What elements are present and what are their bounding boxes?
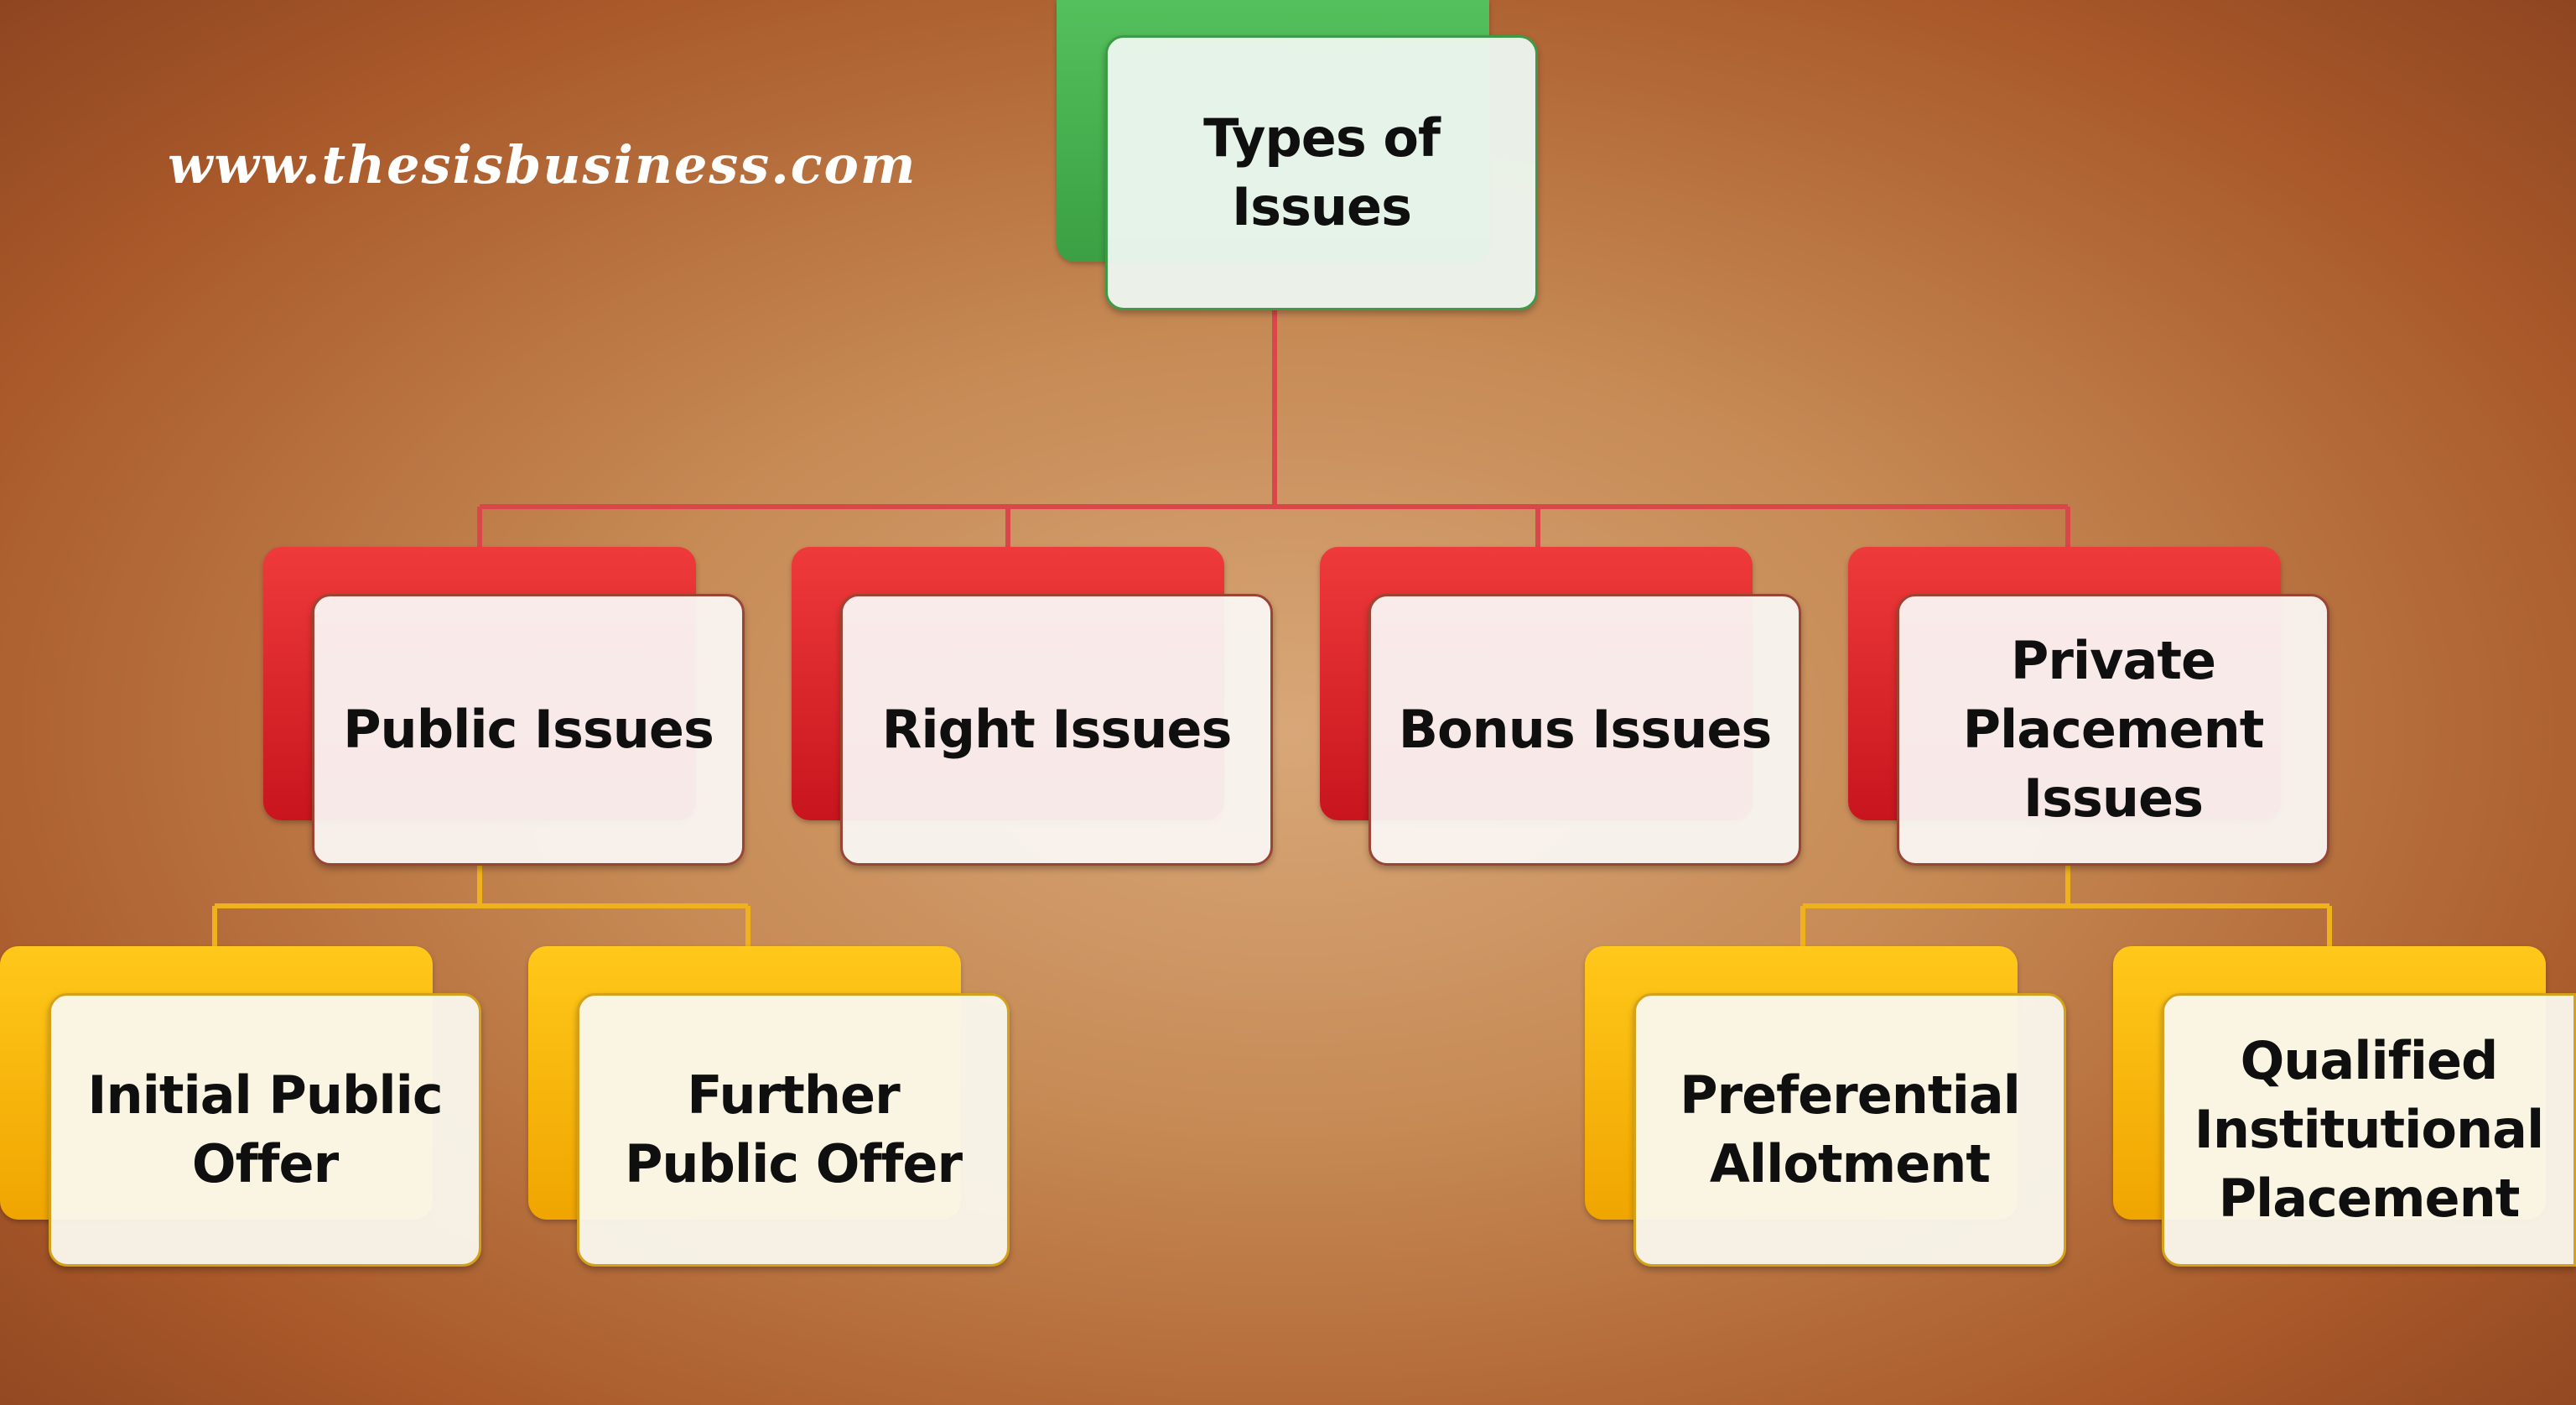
node-label-further-public-offer: Further Public Offer (624, 1064, 963, 1194)
node-label-right-issues: Right Issues (881, 699, 1233, 760)
node-card: Types of Issues (1105, 35, 1538, 310)
node-card: Private Placement Issues (1897, 594, 2329, 866)
node-card: Right Issues (840, 594, 1273, 866)
sub-connectors (212, 864, 2332, 948)
node-label-private-placement-issues: Private Placement Issues (1962, 630, 2265, 829)
watermark-url[interactable]: www.thesisbusiness.com (168, 134, 917, 195)
node-card: Preferential Allotment (1633, 993, 2066, 1267)
node-label-bonus-issues: Bonus Issues (1398, 699, 1773, 760)
node-card: Initial Public Offer (49, 993, 481, 1267)
node-card: Public Issues (312, 594, 745, 866)
node-card: Bonus Issues (1368, 594, 1801, 866)
node-label-preferential-allotment: Preferential Allotment (1680, 1064, 2021, 1194)
node-card: Qualified Institutional Placement (2162, 993, 2576, 1267)
root-connectors (477, 310, 2070, 547)
node-label-types-of-issues: Types of Issues (1203, 107, 1441, 237)
node-label-qualified-institutional-placement: Qualified Institutional Placement (2194, 1030, 2544, 1229)
node-label-initial-public-offer: Initial Public Offer (87, 1064, 443, 1194)
node-label-public-issues: Public Issues (343, 699, 714, 760)
node-card: Further Public Offer (577, 993, 1010, 1267)
